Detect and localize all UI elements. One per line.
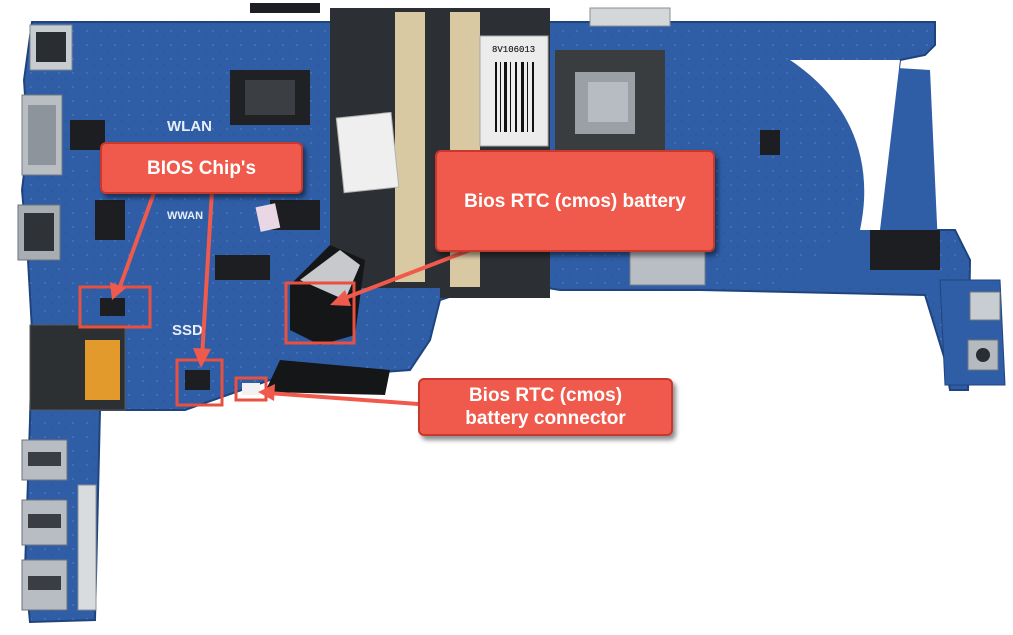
usb-ports [21, 439, 68, 611]
side-connector [77, 484, 97, 611]
barcode-sticker [335, 111, 400, 194]
wlan-silkscreen: WLAN [167, 118, 212, 135]
svg-text:8V106013: 8V106013 [492, 45, 535, 55]
wwan-silkscreen: WWAN [167, 210, 203, 222]
callout-rtc-connector-line2: battery connector [465, 408, 626, 429]
callout-rtc-connector: Bios RTC (cmos) battery connector [418, 378, 673, 436]
top-connector [589, 7, 671, 27]
callout-rtc-battery: Bios RTC (cmos) battery [435, 150, 715, 252]
sticker-label [479, 35, 549, 147]
callout-bios-chips: BIOS Chip's [100, 142, 303, 194]
rtc-battery-box [284, 281, 356, 345]
callout-rtc-connector-line1: Bios RTC (cmos) [468, 385, 623, 406]
callout-bios-chips-label: BIOS Chip's [146, 157, 257, 179]
ssd-silkscreen: SSD [172, 322, 203, 339]
dock-connector [629, 249, 706, 286]
callout-rtc-battery-label: Bios RTC (cmos) battery [464, 190, 686, 212]
